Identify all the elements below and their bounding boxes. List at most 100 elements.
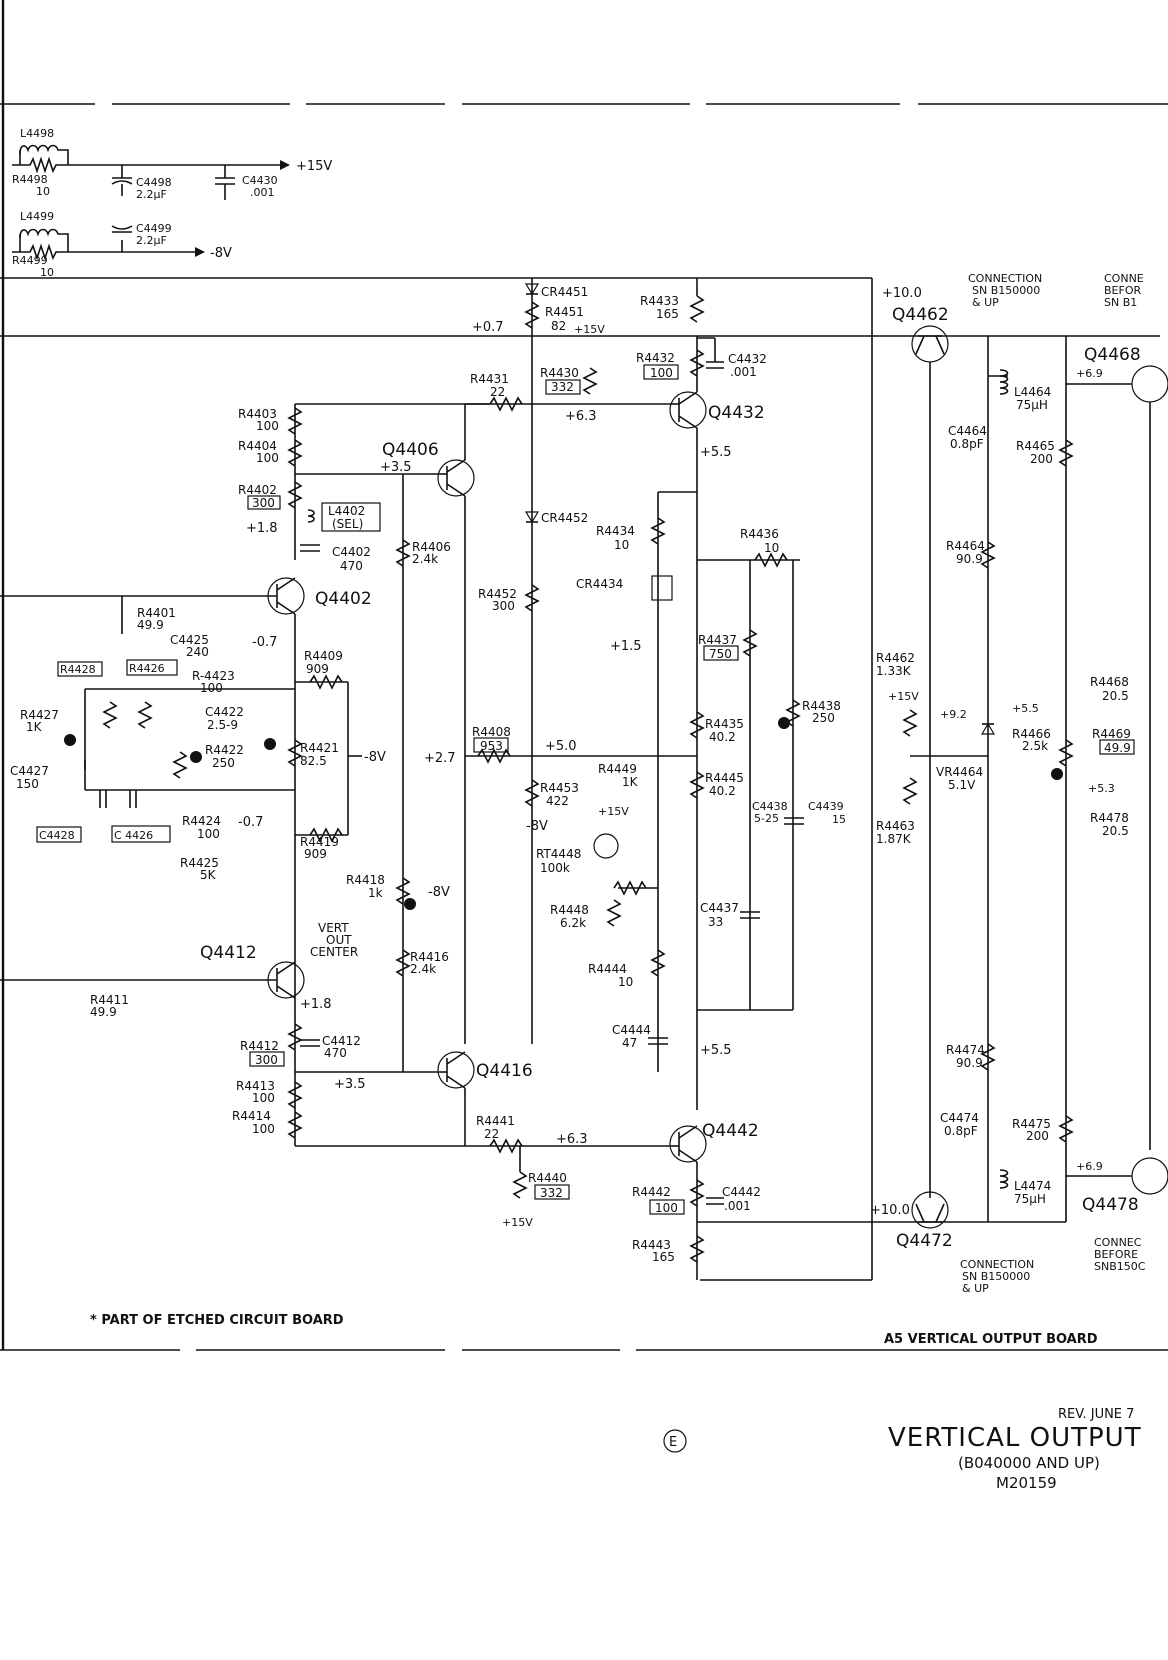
c4442-label: C4442	[722, 1185, 761, 1199]
vert-out-label-3: CENTER	[310, 945, 358, 959]
l4402-label: L4402	[328, 504, 365, 518]
r4448-label: R4448	[550, 903, 589, 917]
v-neg07-top: -0.7	[252, 635, 277, 650]
r4440-supply: +15V	[502, 1216, 533, 1229]
v-6-9-bot: +6.9	[1076, 1160, 1103, 1173]
r4430-value: 332	[551, 380, 574, 394]
r4403-label: R4403	[238, 407, 277, 421]
q4478-label: Q4478	[1082, 1195, 1139, 1215]
conn-bot-label: CONNECTION	[960, 1258, 1034, 1271]
r4418-supply: -8V	[428, 885, 450, 900]
r4435-value: 40.2	[709, 730, 736, 744]
r4422-label: R4422	[205, 743, 244, 757]
c4439-label: C4439	[808, 800, 844, 813]
r4453-label: R4453	[540, 781, 579, 795]
vert-out-label-2: OUT	[326, 933, 352, 947]
conn-before-label: CONNE	[1104, 272, 1144, 285]
l4474-value: 75µH	[1014, 1192, 1046, 1206]
r4448-value: 6.2k	[560, 916, 586, 930]
r4425-label: R4425	[180, 856, 219, 870]
c4442-value: .001	[724, 1199, 751, 1213]
c4430-label: C4430	[242, 174, 278, 187]
c4427-label: C4427	[10, 764, 49, 778]
r4441-label: R4441	[476, 1114, 515, 1128]
conn-bot-b-label-3: SNB150C	[1094, 1260, 1146, 1273]
c4402-value: 470	[340, 559, 363, 573]
rt4448-value: 100k	[540, 861, 570, 875]
r4466-value: 2.5k	[1022, 739, 1048, 753]
conn-top-label-3: & UP	[972, 296, 999, 309]
q4412-label: Q4412	[200, 943, 257, 963]
v-5-5-bot: +5.5	[700, 1043, 732, 1058]
r4424-label: R4424	[182, 814, 221, 828]
r4449-supply: +15V	[598, 805, 629, 818]
conn-top-label-2: SN B150000	[972, 284, 1040, 297]
r4413-label: R4413	[236, 1079, 275, 1093]
output-section: +10.0 Q4462 CONNECTION SN B150000 & UP C…	[870, 272, 1168, 1295]
r4427-value: 1K	[26, 720, 43, 734]
c4428-label: C4428	[39, 829, 75, 842]
r4462-value: 1.33K	[876, 664, 912, 678]
vr4464-label: VR4464	[936, 765, 983, 779]
r4443-label: R4443	[632, 1238, 671, 1252]
c4464-label: C4464	[948, 424, 987, 438]
v-5-3: +5.3	[1088, 782, 1115, 795]
r4404-label: R4404	[238, 439, 277, 453]
r4418-value: 1k	[368, 886, 383, 900]
r4498-value: 10	[36, 185, 50, 198]
v-3-5-bot: +3.5	[334, 1077, 366, 1092]
r4451-value: 82	[551, 319, 566, 333]
vert-out-label: VERT	[318, 921, 349, 935]
q4402-label: Q4402	[315, 589, 372, 609]
r4436-value: 10	[764, 541, 779, 555]
plus15-label: +15V	[296, 159, 332, 174]
r4403-value: 100	[256, 419, 279, 433]
v-q4462: +10.0	[882, 286, 922, 301]
minus8-label: -8V	[210, 246, 232, 261]
l4464-value: 75µH	[1016, 398, 1048, 412]
v-5-0: +5.0	[545, 739, 577, 754]
r4401-value: 49.9	[137, 618, 164, 632]
c4438-value: 5-25	[754, 812, 779, 825]
c4432-value: .001	[730, 365, 757, 379]
conn-bot-label-2: SN B150000	[962, 1270, 1030, 1283]
r4468-label: R4468	[1090, 675, 1129, 689]
l4464-label: L4464	[1014, 385, 1051, 399]
r4408-value: 953	[480, 739, 503, 753]
c4474-value: 0.8pF	[944, 1124, 978, 1138]
r4453-value: 422	[546, 794, 569, 808]
l4499-label: L4499	[20, 210, 54, 223]
q4442-label: Q4442	[702, 1121, 759, 1141]
v-3-5-top: +3.5	[380, 460, 412, 475]
cr4434-label: CR4434	[576, 577, 623, 591]
r4430-label: R4430	[540, 366, 579, 380]
r4449-value: 1K	[622, 775, 639, 789]
r4451-supply: +15V	[574, 323, 605, 336]
r4434-label: R4434	[596, 524, 635, 538]
c4498-value: 2.2µF	[136, 188, 167, 201]
v-q4472: +10.0	[870, 1203, 910, 1218]
r4401-label: R4401	[137, 606, 176, 620]
r4411-label: R4411	[90, 993, 129, 1007]
r4469-value: 49.9	[1104, 741, 1131, 755]
r4437-label: R4437	[698, 633, 737, 647]
cr4451-label: CR4451	[541, 285, 588, 299]
r4412-value: 300	[255, 1053, 278, 1067]
r4436-label: R4436	[740, 527, 779, 541]
r4478-value: 20.5	[1102, 824, 1129, 838]
r4402-label: R4402	[238, 483, 277, 497]
drawing-number: M20159	[996, 1474, 1057, 1492]
r4442-label: R4442	[632, 1185, 671, 1199]
r4416-value: 2.4k	[410, 962, 436, 976]
v-neg07-bot: -0.7	[238, 815, 263, 830]
title-block: * PART OF ETCHED CIRCUIT BOARD A5 VERTIC…	[90, 1313, 1141, 1492]
r4409-value: 909	[306, 662, 329, 676]
r4441-value: 22	[484, 1127, 499, 1141]
r4425-value: 5K	[200, 868, 217, 882]
r4465-label: R4465	[1016, 439, 1055, 453]
r4478-label: R4478	[1090, 811, 1129, 825]
r4433-label: R4433	[640, 294, 679, 308]
r4474-value: 90.9	[956, 1056, 983, 1070]
c4422-value: 2.5-9	[207, 718, 238, 732]
r4445-value: 40.2	[709, 784, 736, 798]
